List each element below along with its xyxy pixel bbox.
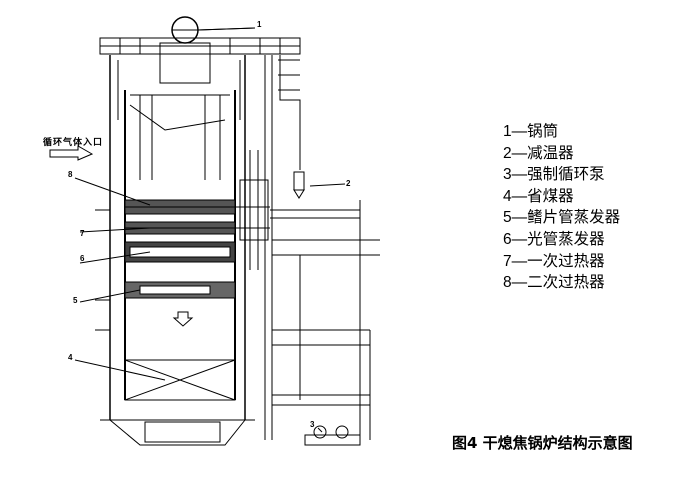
gas-inlet-label: 循环气体入口 bbox=[43, 138, 104, 148]
hopper bbox=[100, 419, 255, 446]
legend-item: 3—强制循环泵 bbox=[503, 166, 605, 184]
top-platform bbox=[99, 37, 301, 55]
callout-1: 1 bbox=[257, 20, 262, 29]
legend-item: 4—省煤器 bbox=[503, 187, 574, 205]
steel-structure bbox=[95, 55, 380, 440]
bare-tube-evaporator bbox=[124, 241, 236, 263]
callout-numbers: 1 2 3 4 5 6 7 8 bbox=[68, 20, 351, 429]
drum bbox=[159, 16, 256, 84]
economizer bbox=[124, 359, 236, 401]
callout-5: 5 bbox=[73, 296, 78, 305]
side-piping bbox=[239, 55, 273, 440]
callout-4: 4 bbox=[68, 353, 73, 362]
figure-caption: 图4 干熄焦锅炉结构示意图 bbox=[452, 434, 633, 452]
legend-item: 2—减温器 bbox=[503, 144, 574, 162]
legend-item: 8—二次过热器 bbox=[503, 274, 605, 292]
finned-tube-evaporator bbox=[124, 281, 236, 299]
legend-item: 5—鳍片管蒸发器 bbox=[503, 209, 621, 227]
leader-lines bbox=[74, 27, 346, 433]
superheater-2 bbox=[124, 199, 270, 215]
legend-item: 7—一次过热器 bbox=[503, 252, 605, 270]
gas-flow-arrow-icon bbox=[172, 311, 194, 327]
desuperheater bbox=[293, 171, 305, 199]
callout-3: 3 bbox=[310, 420, 315, 429]
callout-6: 6 bbox=[80, 254, 85, 263]
boiler-shell bbox=[109, 55, 246, 420]
circulation-pump bbox=[304, 425, 361, 446]
callout-8: 8 bbox=[68, 170, 73, 179]
legend-item: 6—光管蒸发器 bbox=[503, 230, 605, 248]
inlet-arrow-icon bbox=[49, 145, 94, 161]
legend: 1—锅筒 2—减温器 3—强制循环泵 4—省煤器 5—鳍片管蒸发器 6—光管蒸发… bbox=[503, 121, 620, 294]
legend-item: 1—锅筒 bbox=[503, 123, 559, 140]
callout-2: 2 bbox=[346, 179, 351, 188]
callout-7: 7 bbox=[80, 229, 85, 238]
